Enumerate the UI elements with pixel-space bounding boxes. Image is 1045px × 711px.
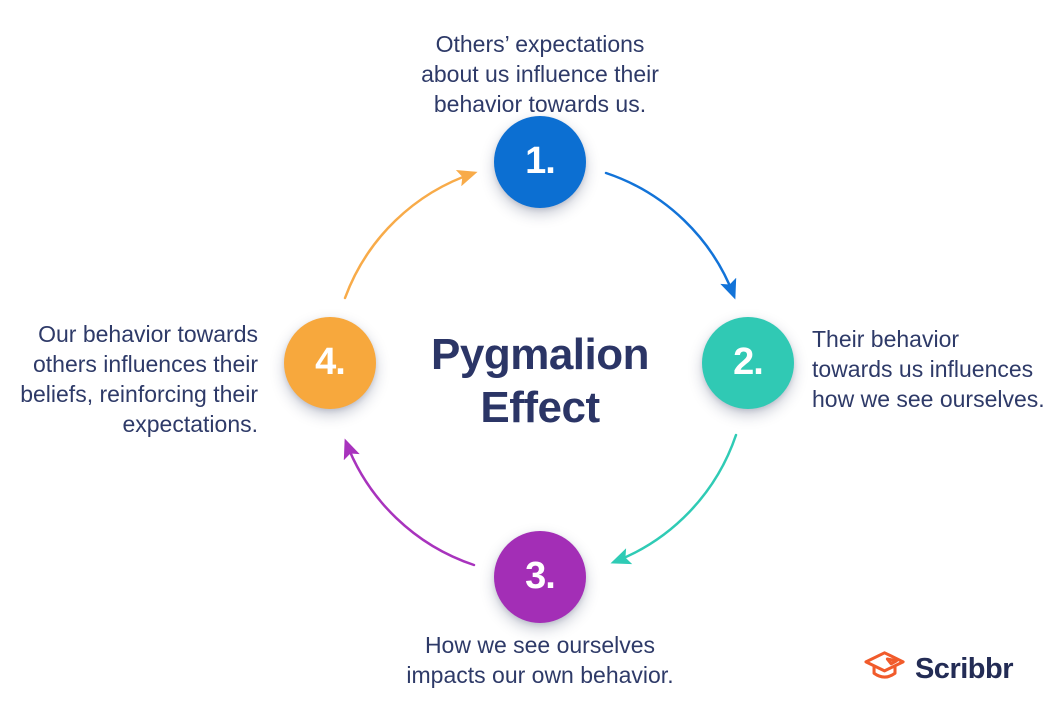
scribbr-logo: Scribbr	[864, 649, 1014, 689]
page-title: Pygmalion Effect	[431, 330, 650, 432]
step-4-description: Our behavior towards others influences t…	[20, 321, 258, 437]
arrow-step3-to-step4	[343, 438, 476, 567]
arrow-step4-to-step1	[343, 170, 478, 300]
step-2-circle: 2.	[702, 317, 794, 409]
step-1-description: Others’ expectations about us influence …	[421, 31, 659, 117]
brand-name: Scribbr	[914, 652, 1014, 685]
graduation-cap-icon	[864, 651, 905, 679]
step-3-number: 3.	[525, 555, 556, 597]
step-3-description: How we see ourselves impacts our own beh…	[406, 632, 674, 688]
step-4-circle: 4.	[284, 317, 376, 409]
step-3-circle: 3.	[494, 531, 586, 623]
arrow-step2-to-step3	[610, 433, 738, 565]
arrow-step1-to-step2	[604, 171, 737, 300]
step-2-number: 2.	[733, 341, 764, 383]
step-1-circle: 1.	[494, 116, 586, 208]
step-4-number: 4.	[315, 341, 346, 383]
step-1-number: 1.	[525, 140, 556, 182]
step-2-description: Their behavior towards us influences how…	[812, 326, 1045, 412]
